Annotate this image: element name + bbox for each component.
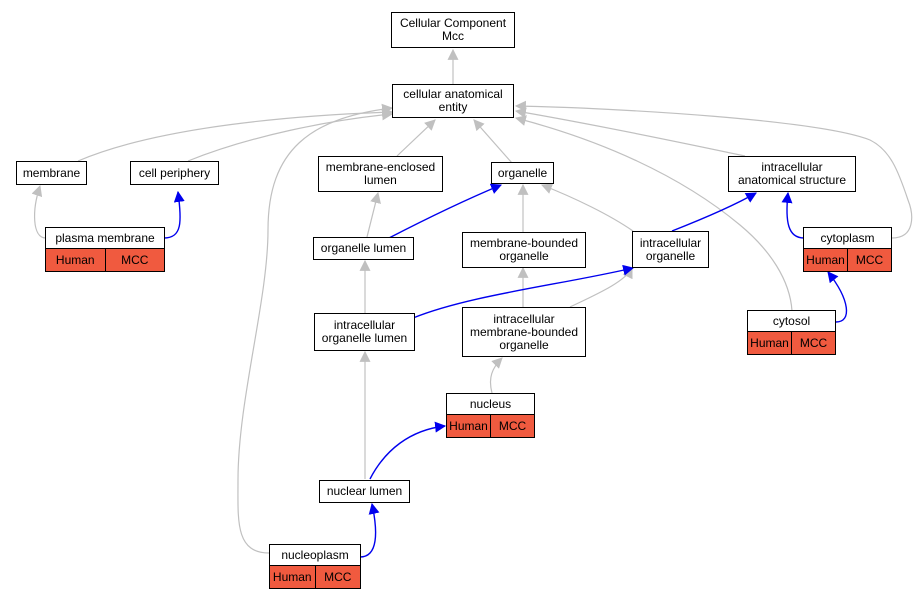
node-label: organelle (497, 165, 548, 180)
edge-nucleoplasm-to-cae (237, 103, 394, 554)
edge-nl-to-nucleus (369, 421, 447, 480)
node-organelle[interactable]: organelle (491, 162, 554, 184)
annotation-cell-mcc: MCC (490, 415, 534, 437)
edge-ias-to-cae (514, 107, 746, 157)
node-intracellular-anatomical-structure[interactable]: intracellular anatomical structure (728, 156, 856, 192)
node-intracellular-membrane-bounded-organelle[interactable]: intracellular membrane-bounded organelle (462, 307, 586, 357)
edge-membrane-to-cae (77, 106, 394, 162)
node-cellular-anatomical-entity[interactable]: cellular anatomical entity (392, 84, 514, 118)
node-label-line1: cellular anatomical (403, 87, 503, 101)
edge-imbo-to-io (569, 267, 633, 308)
edge-pm-to-cell-periphery (163, 190, 185, 239)
node-label-line1: intracellular (639, 235, 702, 250)
annotation-row: Human MCC (447, 415, 534, 437)
node-label: organelle lumen (320, 241, 407, 255)
annotation-cell-human: Human (46, 249, 105, 271)
annotation-cell-human: Human (804, 249, 847, 271)
node-plasma-membrane[interactable]: plasma membrane Human MCC (45, 227, 165, 272)
edge-cytoplasm-to-ias (781, 191, 805, 239)
node-label-line2: organelle (645, 248, 696, 263)
annotation-row: Human MCC (270, 566, 360, 588)
node-cell-periphery[interactable]: cell periphery (130, 161, 219, 185)
node-label-line2: entity (438, 100, 468, 114)
annotation-cell-human: Human (270, 566, 315, 588)
edge-ol-to-mel (366, 191, 381, 238)
edge-ol-to-organelle (388, 183, 503, 239)
node-label-line3: organelle (499, 337, 549, 352)
node-label: nuclear lumen (326, 484, 403, 498)
node-label-line2: membrane-bounded (469, 324, 579, 339)
node-label-line2: anatomical structure (737, 173, 847, 187)
edge-mel-to-cae (396, 119, 436, 157)
annotation-row: Human MCC (804, 249, 891, 271)
node-membrane-enclosed-lumen[interactable]: membrane-enclosed lumen (318, 156, 443, 192)
annotation-cell-mcc: MCC (847, 249, 891, 271)
node-label-line2: organelle lumen (321, 331, 408, 345)
edge-pm-to-membrane (31, 184, 47, 239)
node-label: membrane (22, 165, 81, 180)
edge-cytosol-to-cae (514, 115, 793, 312)
annotation-cell-human: Human (748, 332, 791, 354)
edge-cell-periphery-to-cae (187, 109, 394, 162)
node-membrane-bounded-organelle[interactable]: membrane-bounded organelle (462, 232, 586, 268)
annotation-cell-human: Human (447, 415, 490, 437)
edge-iol-to-io (412, 264, 635, 319)
node-cellular-component-mcc[interactable]: Cellular Component Mcc (391, 12, 515, 48)
node-cytosol[interactable]: cytosol Human MCC (747, 310, 836, 355)
node-nucleoplasm[interactable]: nucleoplasm Human MCC (269, 544, 361, 589)
node-label-line1: intracellular (493, 311, 555, 326)
edge-io-to-ias (671, 192, 757, 232)
edge-cytoplasm-to-cae (514, 100, 913, 239)
node-label: plasma membrane (46, 228, 164, 249)
node-label-line2: Mcc (442, 29, 464, 43)
annotation-cell-mcc: MCC (104, 249, 164, 271)
node-label: cytosol (748, 311, 835, 332)
node-nucleus[interactable]: nucleus Human MCC (446, 393, 535, 438)
node-label-line1: Cellular Component (399, 16, 507, 30)
node-label-line2: lumen (364, 173, 397, 187)
node-intracellular-organelle-lumen[interactable]: intracellular organelle lumen (314, 313, 415, 351)
node-label-line1: membrane-enclosed (325, 160, 436, 174)
edge-organelle-to-cae (473, 119, 513, 164)
node-label-line1: membrane-bounded (469, 236, 579, 250)
node-label-line1: intracellular (333, 318, 396, 332)
annotation-row: Human MCC (748, 332, 835, 354)
node-intracellular-organelle[interactable]: intracellular organelle (632, 231, 709, 268)
node-label: nucleoplasm (270, 545, 360, 566)
node-membrane[interactable]: membrane (16, 161, 87, 185)
node-cytoplasm[interactable]: cytoplasm Human MCC (803, 227, 892, 272)
edge-io-to-organelle (540, 183, 634, 232)
edge-nucleus-to-imbo (489, 357, 503, 394)
node-label: cell periphery (138, 165, 211, 180)
node-label: nucleus (447, 394, 534, 415)
node-organelle-lumen[interactable]: organelle lumen (313, 237, 414, 260)
annotation-cell-mcc: MCC (314, 566, 360, 588)
annotation-cell-mcc: MCC (791, 332, 835, 354)
node-label: cytoplasm (804, 228, 891, 249)
edge-cytosol-to-cytoplasm (827, 271, 848, 323)
annotation-row: Human MCC (46, 249, 164, 271)
node-label-line2: organelle (499, 249, 549, 263)
node-nuclear-lumen[interactable]: nuclear lumen (319, 480, 410, 503)
node-label-line1: intracellular (761, 160, 823, 174)
edge-nucleoplasm-to-nl (359, 502, 380, 558)
